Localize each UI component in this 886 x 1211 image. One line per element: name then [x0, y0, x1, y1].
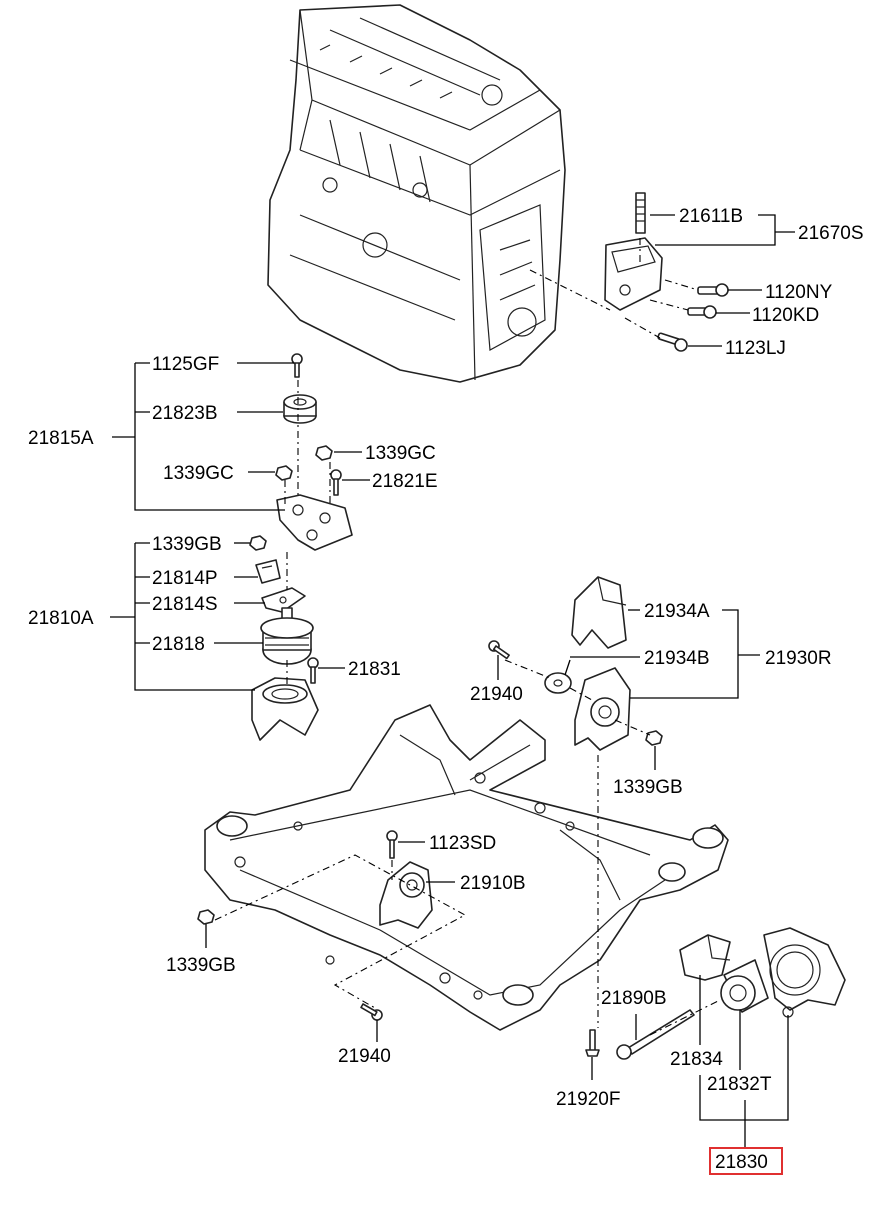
bolt-1123SD — [386, 830, 398, 859]
label-1339GB-top: 1339GB — [152, 534, 222, 555]
mount-body-21810A — [251, 677, 319, 741]
label-21910B: 21910B — [460, 873, 526, 894]
mount-body-21930R — [574, 667, 631, 751]
bolt-1123LJ — [657, 332, 688, 352]
bolt-21920F — [585, 1029, 600, 1057]
insulator-21818 — [260, 607, 314, 665]
cover-21934A — [571, 576, 627, 649]
label-1125GF: 1125GF — [152, 354, 219, 375]
bolt-21831 — [307, 657, 319, 684]
label-21823B: 21823B — [152, 403, 218, 424]
label-21934B: 21934B — [644, 648, 710, 669]
label-1123SD: 1123SD — [429, 833, 496, 854]
callout-labels: 21611B 21670S 1120NY 1120KD 1123LJ 1125G… — [28, 206, 864, 1175]
label-21940-bottom: 21940 — [338, 1046, 391, 1067]
mount-bracket-21670S — [604, 192, 663, 311]
bolt-1125GF — [291, 353, 303, 378]
nut-1339GC-right — [315, 445, 333, 461]
bracket-21830 — [763, 927, 846, 1018]
bolt-1120NY — [697, 283, 729, 297]
mount-body-21910B — [379, 861, 433, 929]
label-21930R: 21930R — [765, 648, 832, 669]
label-21818: 21818 — [152, 634, 205, 655]
label-21920F: 21920F — [556, 1089, 620, 1110]
label-21934A: 21934A — [644, 601, 710, 622]
label-21890B: 21890B — [601, 988, 667, 1009]
label-21821E: 21821E — [372, 471, 438, 492]
label-21814P: 21814P — [152, 568, 218, 589]
label-1339GB-left: 1339GB — [166, 955, 236, 976]
stopper-21823B — [283, 394, 317, 424]
subframe-crossmember-illustration — [204, 704, 729, 1031]
bolt-21940-bottom — [360, 1003, 383, 1021]
stopper-21834 — [679, 934, 731, 981]
label-21834: 21834 — [670, 1049, 723, 1070]
label-21831: 21831 — [348, 659, 401, 680]
washer-21934B — [544, 672, 572, 694]
bolt-1120KD — [687, 305, 717, 319]
bolt-21940-top — [488, 640, 510, 660]
label-1339GC-left: 1339GC — [163, 463, 234, 484]
bolt-21821E — [330, 469, 342, 496]
nut-1339GB-right — [645, 730, 663, 746]
nut-1339GB-left — [197, 909, 215, 925]
nut-1339GB-top — [249, 535, 267, 551]
label-21815A: 21815A — [28, 428, 94, 449]
bracket-21815A — [276, 494, 353, 551]
highlight-box-21830 — [709, 1147, 783, 1175]
label-1120NY: 1120NY — [765, 282, 833, 303]
label-21940-top: 21940 — [470, 684, 523, 705]
label-1123LJ: 1123LJ — [725, 338, 786, 359]
label-1339GC-right: 1339GC — [365, 443, 436, 464]
engine-block-illustration — [267, 4, 566, 383]
label-1339GB-right: 1339GB — [613, 777, 683, 798]
label-21611B: 21611B — [679, 206, 743, 227]
label-21814S: 21814S — [152, 594, 218, 615]
nut-1339GC-left — [275, 465, 293, 481]
bracket-21814P — [255, 559, 281, 584]
bushing-21832T — [720, 959, 769, 1013]
label-21810A: 21810A — [28, 608, 94, 629]
bolt-21890B — [616, 1009, 695, 1060]
label-21830: 21830 — [715, 1152, 768, 1173]
label-1120KD: 1120KD — [752, 305, 819, 326]
label-21670S: 21670S — [798, 223, 864, 244]
label-21832T: 21832T — [707, 1074, 772, 1095]
leader-lines — [110, 214, 795, 1148]
assembly-dash-lines — [214, 238, 721, 1036]
